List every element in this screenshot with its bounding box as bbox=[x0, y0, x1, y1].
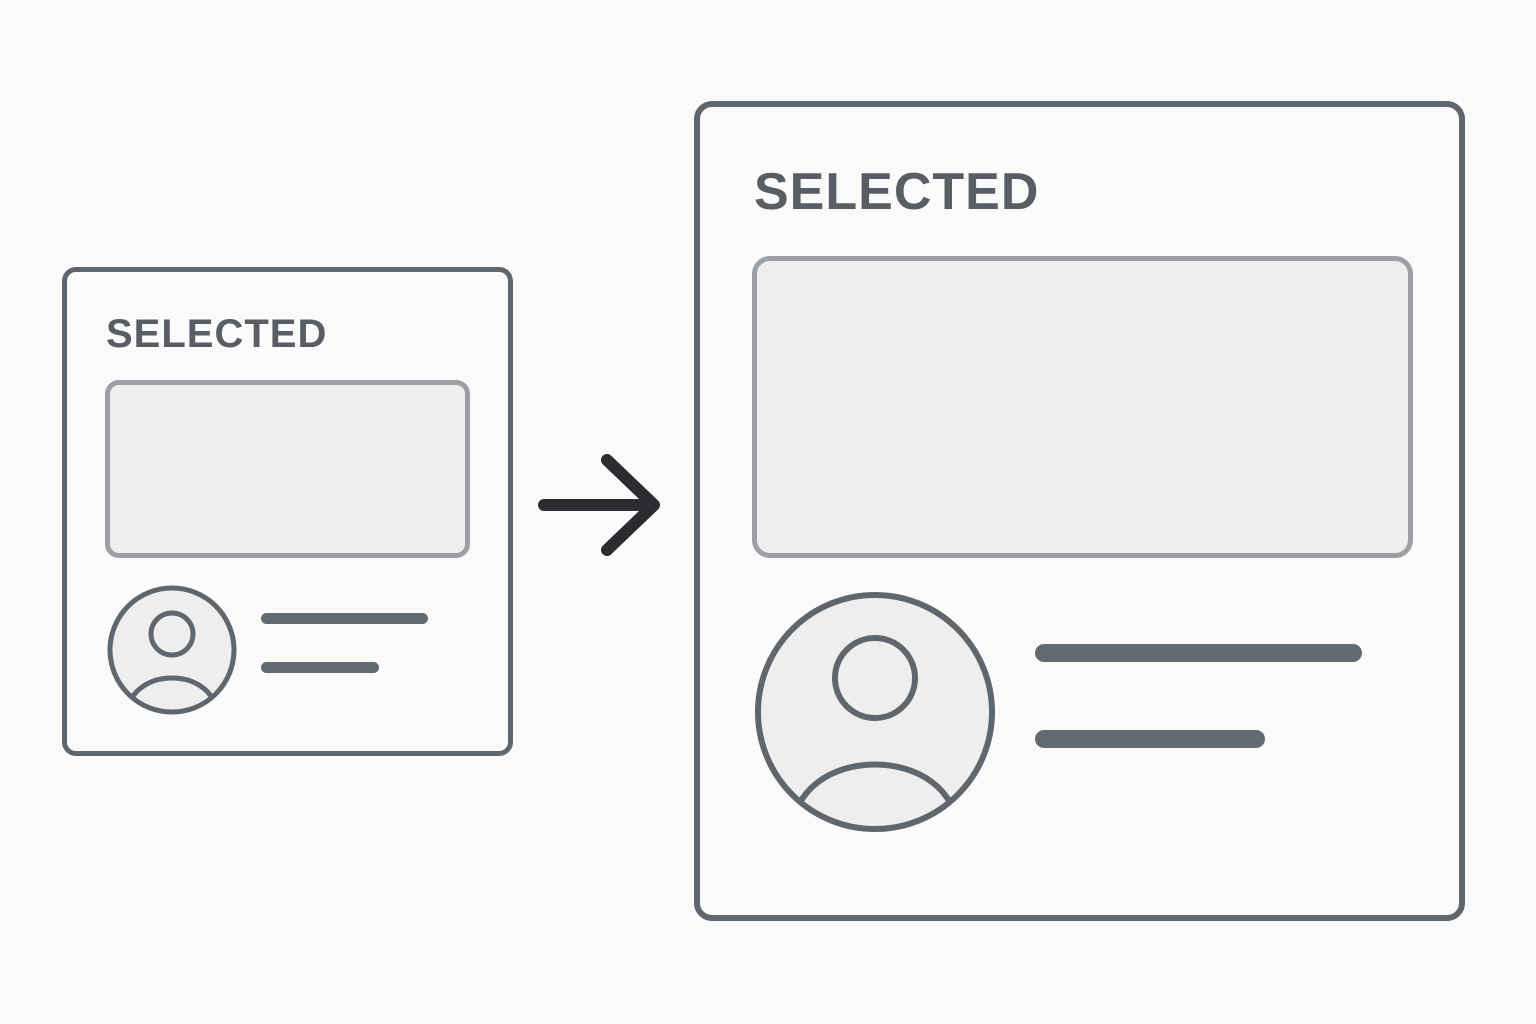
large-card-image-placeholder bbox=[752, 256, 1413, 558]
small-card-text-line-1 bbox=[261, 613, 428, 624]
large-card-title: SELECTED bbox=[754, 163, 1040, 221]
arrow-right-icon bbox=[538, 454, 660, 556]
small-card-image-placeholder bbox=[105, 380, 470, 558]
large-card-text-line-2 bbox=[1035, 730, 1265, 748]
avatar-icon bbox=[755, 592, 995, 832]
avatar-icon bbox=[107, 585, 237, 715]
large-card: SELECTED bbox=[694, 101, 1465, 921]
small-card-text-line-2 bbox=[261, 662, 379, 673]
large-card-text-line-1 bbox=[1035, 644, 1362, 662]
small-card: SELECTED bbox=[62, 267, 513, 756]
small-card-title: SELECTED bbox=[106, 312, 328, 356]
